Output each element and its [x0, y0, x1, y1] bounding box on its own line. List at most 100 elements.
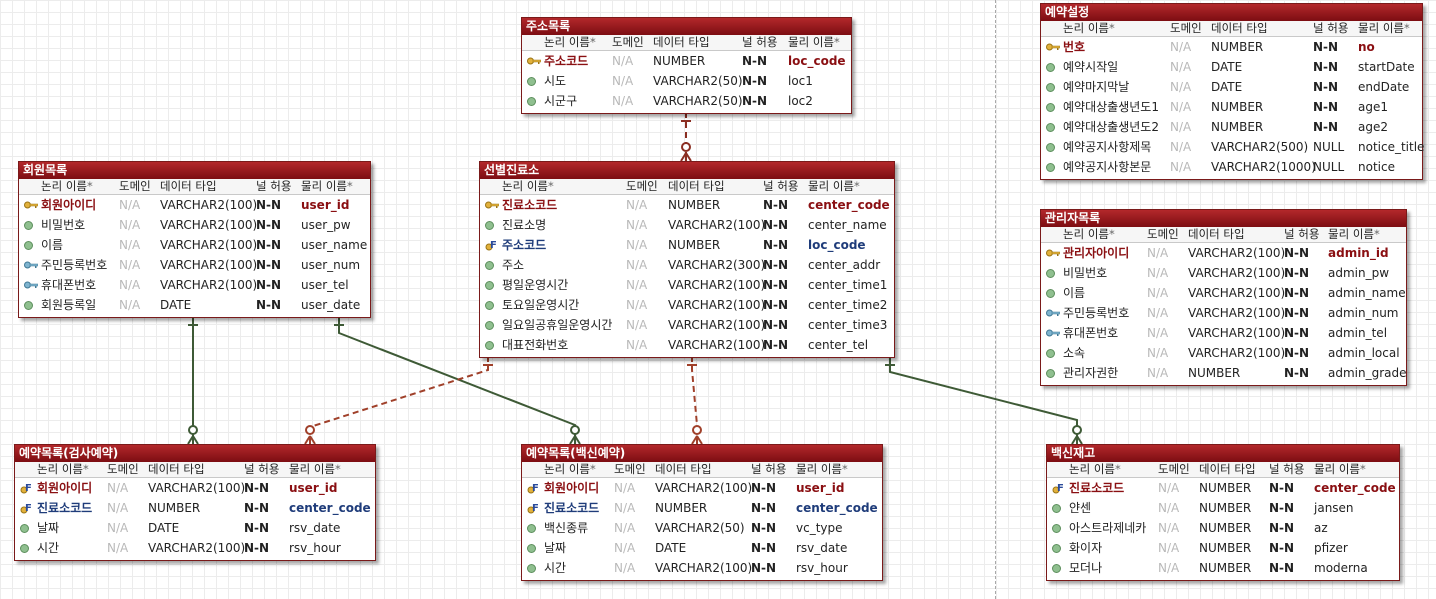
attr-domain: N/A	[1147, 306, 1169, 320]
entity-yeyakbaeksin[interactable]: 예약목록(백신예약) 논리 이름* 도메인 데이터 타입 널 허용 물리 이름*…	[521, 444, 883, 581]
required-marker: *	[346, 179, 353, 193]
relationship-seonbyeol-yeyakgeomsa[interactable]	[304, 356, 493, 445]
attr-logical-name: 예약시작일	[1063, 60, 1119, 74]
attr-physical-name: admin_grade	[1328, 366, 1407, 380]
attr-data-type: NUMBER	[668, 238, 721, 252]
entity-hoewon[interactable]: 회원목록 논리 이름* 도메인 데이터 타입 널 허용 물리 이름* 회원아이디…	[18, 161, 371, 318]
attr-nullable: N-N	[1284, 246, 1310, 260]
attr-physical-name: admin_name	[1328, 286, 1406, 300]
attr-logical-name: 시간	[544, 561, 567, 575]
primary-key-icon	[24, 195, 38, 215]
attr-domain: N/A	[614, 501, 636, 515]
attr-physical-name: startDate	[1358, 60, 1415, 74]
attr-nullable: N-N	[763, 238, 789, 252]
attr-data-type: NUMBER	[1199, 561, 1252, 575]
attr-logical-name: 이름	[41, 238, 64, 252]
attr-domain: N/A	[612, 54, 634, 68]
svg-text:F: F	[532, 503, 539, 514]
relationship-hoewon-yeyakgeomsa[interactable]	[187, 316, 199, 445]
required-marker: *	[833, 35, 840, 49]
col-header-domain: 도메인	[1147, 227, 1179, 241]
column-header: 논리 이름* 도메인 데이터 타입 널 허용 물리 이름*	[19, 179, 370, 195]
attr-physical-name: user_date	[301, 298, 361, 312]
entity-seonbyeol[interactable]: 선별진료소 논리 이름* 도메인 데이터 타입 널 허용 물리 이름* 진료소코…	[479, 161, 895, 358]
col-header-domain: 도메인	[614, 462, 646, 476]
attr-data-type: VARCHAR2(100)	[160, 258, 258, 272]
col-header-null: 널 허용	[1269, 462, 1305, 476]
attr-logical-name: 시간	[37, 541, 60, 555]
relationship-seonbyeol-yeyakbaeksin[interactable]	[687, 356, 703, 445]
attr-data-type: NUMBER	[1188, 366, 1241, 380]
attr-logical-name: 얀센	[1069, 501, 1092, 515]
attr-physical-name: endDate	[1358, 80, 1410, 94]
attr-data-type: VARCHAR2(100)	[668, 218, 766, 232]
attr-data-type: VARCHAR2(100)	[668, 278, 766, 292]
relationship-seonbyeol-baeksinjaego[interactable]	[885, 356, 1083, 445]
attr-physical-name: center_code	[1314, 481, 1396, 495]
col-header-physical: 물리 이름*	[1328, 227, 1380, 241]
attr-logical-name: 시군구	[544, 94, 578, 108]
relationship-jusomokrok-seonbyeol[interactable]	[680, 112, 692, 162]
attr-nullable: N-N	[742, 74, 768, 88]
col-header-physical: 물리 이름*	[289, 462, 341, 476]
attr-data-type: DATE	[1211, 60, 1243, 74]
required-marker: *	[1359, 462, 1366, 476]
attr-logical-name: 시도	[544, 74, 567, 88]
relationship-hoewon-yeyakbaeksin[interactable]	[334, 316, 581, 445]
entity-yeyakgeomsa[interactable]: 예약목록(검사예약) 논리 이름* 도메인 데이터 타입 널 허용 물리 이름*…	[14, 444, 376, 561]
entity-gwanrija[interactable]: 관리자목록 논리 이름* 도메인 데이터 타입 널 허용 물리 이름* 관리자아…	[1040, 209, 1407, 386]
attr-domain: N/A	[626, 218, 648, 232]
attr-physical-name: center_name	[808, 218, 887, 232]
attr-nullable: N-N	[1269, 501, 1295, 515]
